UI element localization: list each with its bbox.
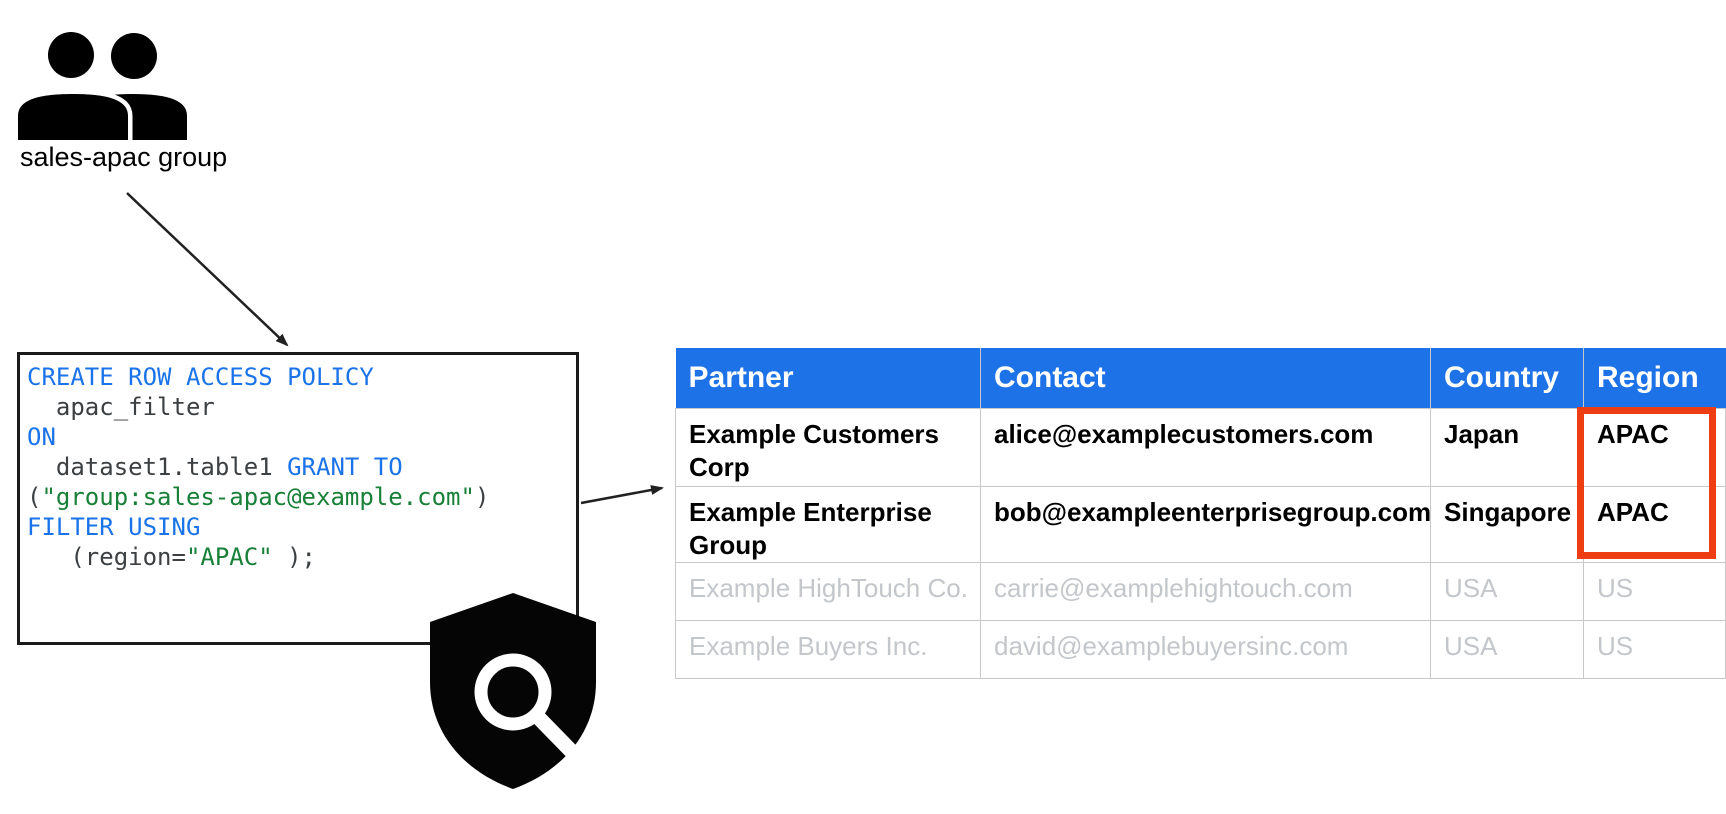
code-line: dataset1.table1 GRANT TO xyxy=(27,452,576,482)
cell-region: US xyxy=(1583,619,1726,679)
code-line: ("group:sales-apac@example.com") xyxy=(27,482,576,512)
cell-country: USA xyxy=(1430,561,1584,621)
code-line: FILTER USING xyxy=(27,512,576,542)
cell-region: APAC xyxy=(1583,485,1726,563)
cell-country: Japan xyxy=(1430,407,1584,487)
code-line: ON xyxy=(27,422,576,452)
shield-search-figure xyxy=(428,590,598,797)
group-label: sales-apac group xyxy=(20,142,228,172)
table-row: Example Buyers Inc. david@examplebuyersi… xyxy=(675,619,1726,679)
code-line: (region="APAC" ); xyxy=(27,542,576,572)
header-partner: Partner xyxy=(675,348,981,408)
user-group-icon xyxy=(18,32,187,142)
code-keyword: FILTER USING xyxy=(27,513,201,541)
header-contact: Contact xyxy=(980,348,1431,408)
cell-partner: Example Enterprise Group xyxy=(675,485,981,563)
arrow-policy-to-table xyxy=(580,485,664,505)
cell-contact: david@examplebuyersinc.com xyxy=(980,619,1431,679)
table-row: Example Customers Corp alice@examplecust… xyxy=(675,407,1726,487)
cell-country: USA xyxy=(1430,619,1584,679)
cell-partner: Example HighTouch Co. xyxy=(675,561,981,621)
code-identifier: dataset1.table1 xyxy=(27,453,288,481)
header-region: Region xyxy=(1583,348,1726,408)
table-row: Example HighTouch Co. carrie@examplehigh… xyxy=(675,561,1726,621)
code-paren: ( xyxy=(27,483,42,511)
user-group-figure: sales-apac group xyxy=(18,30,227,172)
cell-contact: bob@exampleenterprisegroup.com xyxy=(980,485,1431,563)
code-keyword: CREATE ROW ACCESS POLICY xyxy=(27,363,374,391)
partners-table: Partner Contact Country Region Example C… xyxy=(675,348,1726,679)
code-string: "APAC" xyxy=(185,543,273,571)
code-expression: ); xyxy=(272,543,317,571)
cell-partner: Example Buyers Inc. xyxy=(675,619,981,679)
table-header-row: Partner Contact Country Region xyxy=(675,348,1726,408)
code-line: CREATE ROW ACCESS POLICY xyxy=(27,362,576,392)
cell-region: US xyxy=(1583,561,1726,621)
cell-contact: carrie@examplehightouch.com xyxy=(980,561,1431,621)
cell-country: Singapore xyxy=(1430,485,1584,563)
cell-contact: alice@examplecustomers.com xyxy=(980,407,1431,487)
cell-partner: Example Customers Corp xyxy=(675,407,981,487)
row-access-policy-code-box: CREATE ROW ACCESS POLICY apac_filter ON … xyxy=(17,352,579,645)
code-paren: ) xyxy=(474,483,490,511)
code-string: "group:sales-apac@example.com" xyxy=(41,483,475,511)
code-identifier: apac_filter xyxy=(27,393,215,421)
shield-search-icon xyxy=(430,593,596,789)
code-keyword: GRANT TO xyxy=(287,453,403,481)
table-row: Example Enterprise Group bob@exampleente… xyxy=(675,485,1726,563)
code-line: apac_filter xyxy=(27,392,576,422)
arrow-group-to-policy xyxy=(126,192,289,347)
header-country: Country xyxy=(1430,348,1584,408)
code-expression: (region= xyxy=(27,543,186,571)
apac-region-highlight-box xyxy=(1577,407,1716,559)
code-keyword: ON xyxy=(27,423,56,451)
